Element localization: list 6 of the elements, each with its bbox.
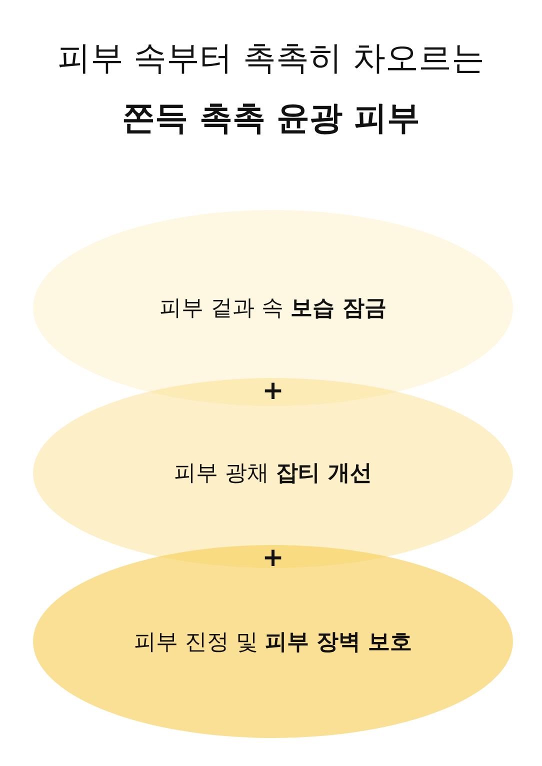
plus-sign: + xyxy=(261,543,285,573)
ellipse-text: 피부 겉과 속 보습 잠금 xyxy=(158,295,388,323)
heading: 피부 속부터 촉촉히 차오르는 쫀득 촉촉 윤광 피부 xyxy=(56,37,486,139)
ellipse-text: 피부 광채 잡티 개선 xyxy=(173,460,373,488)
ellipse-text: 피부 진정 및 피부 장벽 보호 xyxy=(132,628,414,656)
plus-sign: + xyxy=(261,376,285,406)
